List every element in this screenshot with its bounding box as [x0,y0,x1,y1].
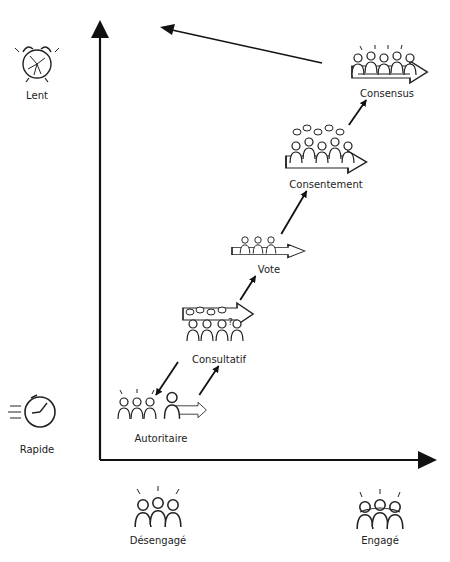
stage-icon [232,237,305,258]
flow-arrow [240,276,255,300]
stage-node: Consensus [345,40,429,100]
flow-arrow [349,100,366,125]
stage-icon [286,125,367,173]
stage-icon [352,45,427,83]
people-icon [135,486,181,527]
axis [91,20,437,469]
flow-arrow [199,366,218,395]
return-arrow [160,24,322,63]
flow-arrow [281,191,306,234]
axis-label: Engagé [361,535,399,547]
stage-label: Autoritaire [135,433,188,445]
clock-icon [8,395,55,427]
stage-label: Consultatif [192,354,246,366]
stage-node: Consultatif [178,300,260,366]
stage-label: Consentement [289,179,362,191]
stage-icon [118,389,206,419]
stage-label: Vote [258,264,280,276]
axis-label: Lent [26,90,48,102]
axis-label: Rapide [20,444,54,456]
stage-label: Consensus [360,88,414,100]
stage-node: Consentement [280,125,372,191]
stage-node: Vote [228,234,310,276]
axis-label: Désengagé [130,535,187,547]
stage-icon: ? [183,303,253,341]
stage-node: Autoritaire [112,395,210,445]
flow-arrow [156,362,178,395]
svg-text:?: ? [228,317,233,327]
clock-icon [15,47,59,82]
people-icon [357,489,403,529]
